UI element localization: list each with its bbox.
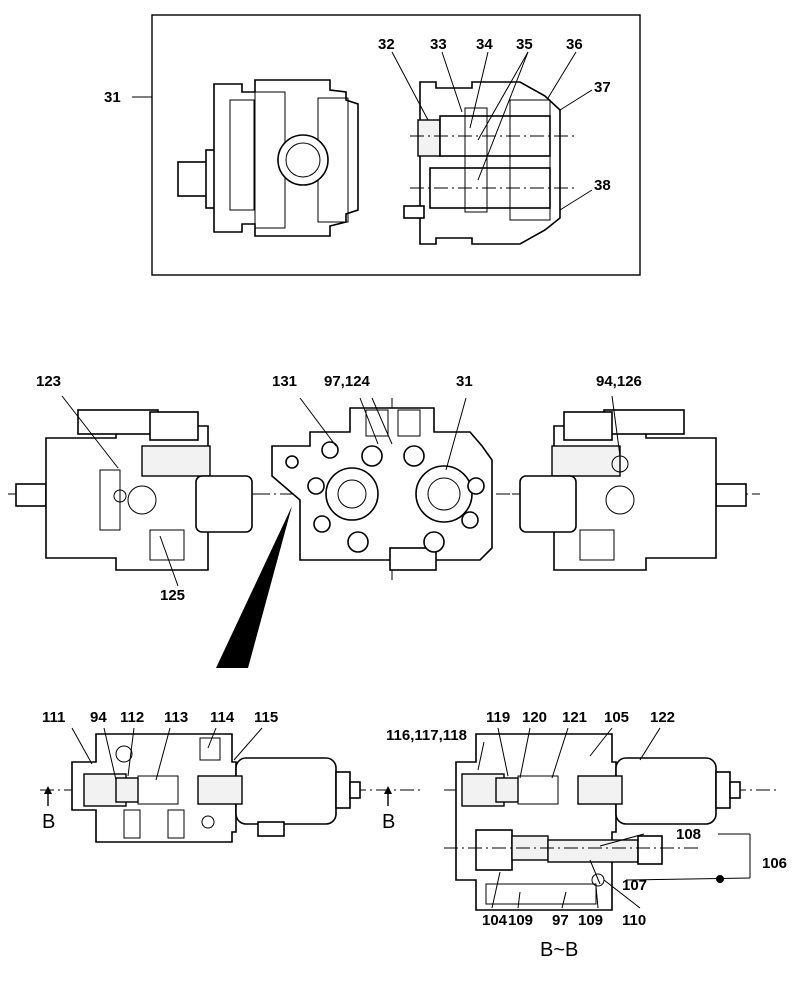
label-120: 120 [522, 709, 547, 726]
label-36: 36 [566, 36, 583, 53]
valve-section-b-b [444, 727, 780, 911]
section-title-b-b: B~B [540, 939, 578, 961]
inset-leaders [132, 51, 593, 211]
label-37: 37 [594, 79, 611, 96]
pump-left-side-view [8, 395, 270, 587]
label-32: 32 [378, 36, 395, 53]
part-number-labels: 31 32 33 34 35 36 37 38 123 131 97,124 3… [36, 36, 787, 961]
label-35: 35 [516, 36, 533, 53]
label-94-126: 94,126 [596, 373, 642, 390]
view-direction-pointer [216, 506, 292, 668]
label-94: 94 [90, 709, 107, 726]
pump-side-view [177, 79, 359, 237]
label-97-124: 97,124 [324, 373, 371, 390]
label-119: 119 [486, 709, 510, 726]
inset-detail-31 [132, 14, 641, 276]
label-104: 104 [482, 912, 508, 929]
label-33: 33 [430, 36, 447, 53]
label-34: 34 [476, 36, 493, 53]
label-122: 122 [650, 709, 675, 726]
section-mark-b-right: B [382, 811, 395, 833]
valve-section-left [40, 727, 420, 843]
pump-right-side-view [512, 395, 760, 571]
label-97: 97 [552, 912, 569, 929]
label-31-front: 31 [456, 373, 473, 390]
label-112: 112 [120, 709, 144, 726]
label-116-117-118: 116,117,118 [386, 727, 467, 744]
label-31-inset: 31 [104, 89, 121, 106]
pump-front-view [256, 397, 510, 580]
label-108: 108 [676, 826, 701, 843]
pump-section-view [403, 81, 575, 245]
label-131: 131 [272, 373, 297, 390]
label-105: 105 [604, 709, 629, 726]
label-38: 38 [594, 177, 611, 194]
label-106: 106 [762, 855, 787, 872]
label-107: 107 [622, 877, 647, 894]
label-109-b: 109 [578, 912, 603, 929]
label-114: 114 [210, 709, 235, 726]
label-123: 123 [36, 373, 61, 390]
label-121: 121 [562, 709, 587, 726]
label-109-a: 109 [508, 912, 533, 929]
label-110: 110 [622, 912, 646, 929]
label-125: 125 [160, 587, 185, 604]
label-115: 115 [254, 709, 278, 726]
inset-frame [151, 14, 641, 276]
label-111: 111 [42, 709, 65, 726]
label-113: 113 [164, 709, 188, 726]
section-mark-b-left: B [42, 811, 55, 833]
